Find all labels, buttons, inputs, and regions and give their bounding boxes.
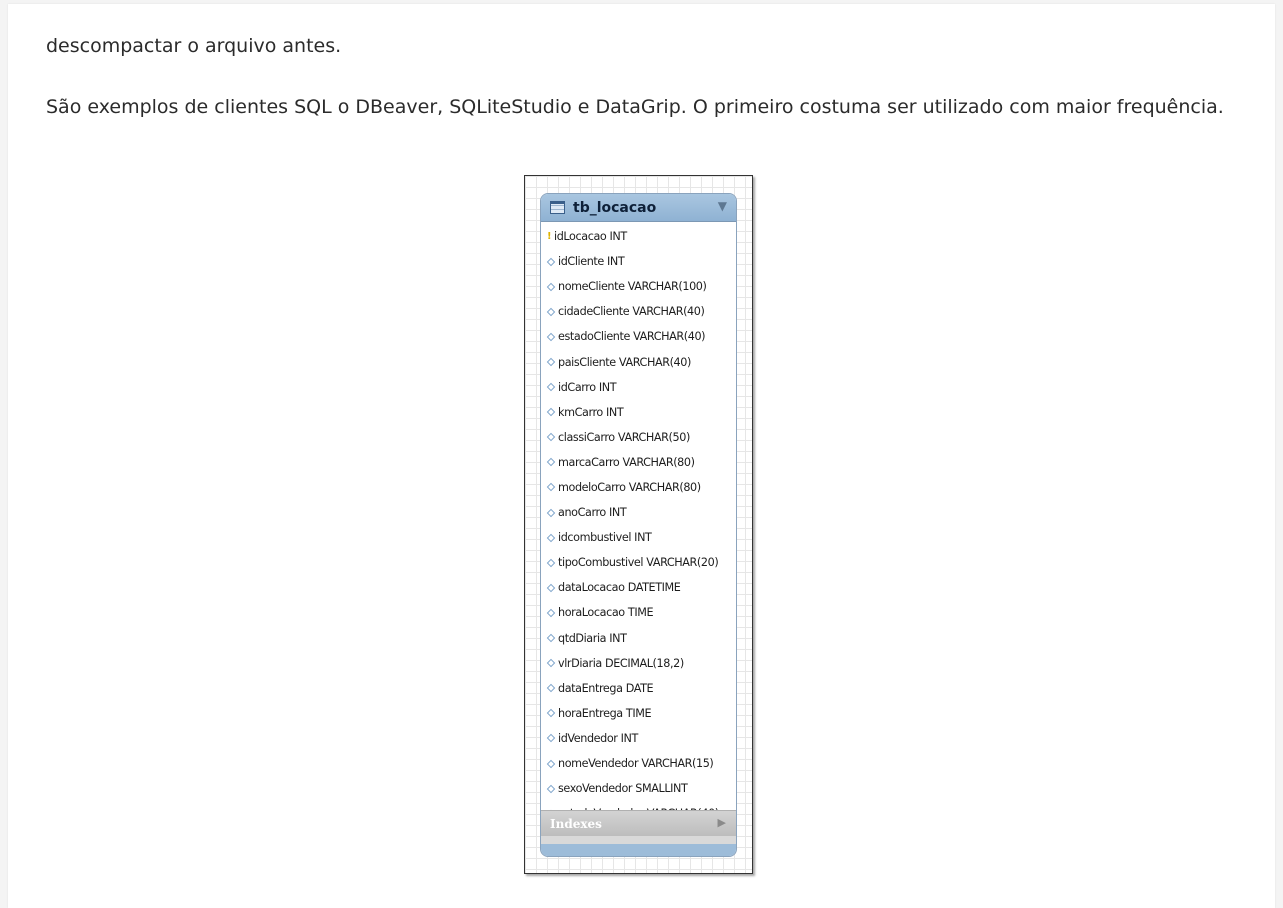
column-row: vlrDiaria DECIMAL(18,2) (541, 651, 736, 676)
column-list: !idLocacao INT idCliente INT nomeCliente V… (541, 222, 736, 826)
column-label: horaEntrega TIME (558, 706, 652, 720)
entity-header: tb_locacao ▼ (541, 194, 736, 222)
column-row: cidadeCliente VARCHAR(40) (541, 299, 736, 324)
diamond-icon (546, 658, 556, 668)
column-row: modeloCarro VARCHAR(80) (541, 475, 736, 500)
column-label: kmCarro INT (558, 405, 624, 419)
diamond-icon (546, 407, 556, 417)
entity-footer (541, 836, 736, 856)
column-row: tipoCombustivel VARCHAR(20) (541, 550, 736, 575)
column-label: marcaCarro VARCHAR(80) (558, 455, 695, 469)
column-row: idcombustivel INT (541, 525, 736, 550)
column-row: horaLocacao TIME (541, 600, 736, 625)
column-row: qtdDiaria INT (541, 626, 736, 651)
diamond-icon (546, 633, 556, 643)
diamond-icon (546, 382, 556, 392)
triangle-right-icon: ▶ (717, 816, 726, 829)
diamond-icon (546, 508, 556, 517)
triangle-down-icon: ▼ (717, 199, 727, 213)
diamond-icon (546, 608, 556, 618)
indexes-label: Indexes (550, 816, 602, 831)
column-row: marcaCarro VARCHAR(80) (541, 450, 736, 475)
column-label: classiCarro VARCHAR(50) (558, 430, 690, 444)
column-label: qtdDiaria INT (558, 631, 627, 645)
diamond-icon (546, 332, 556, 342)
column-label: idVendedor INT (558, 731, 638, 745)
column-label: idCliente INT (558, 255, 625, 269)
column-label: estadoCliente VARCHAR(40) (558, 330, 706, 344)
diamond-icon (546, 533, 556, 542)
column-row: kmCarro INT (541, 400, 736, 425)
column-row: idCarro INT (541, 375, 736, 400)
paragraph-intro: descompactar o arquivo antes. (46, 35, 342, 57)
diamond-icon (546, 433, 556, 442)
diamond-icon (546, 357, 556, 367)
column-row: nomeCliente VARCHAR(100) (541, 274, 736, 299)
table-icon (550, 201, 565, 214)
indexes-section: Indexes ▶ (541, 810, 736, 836)
diamond-icon (546, 709, 556, 718)
er-diagram-image: tb_locacao ▼ !idLocacao INT idCliente INT… (524, 175, 753, 874)
column-row: classiCarro VARCHAR(50) (541, 425, 736, 450)
column-label: anoCarro INT (558, 506, 627, 520)
column-label: cidadeCliente VARCHAR(40) (558, 305, 705, 319)
column-row: !idLocacao INT (541, 224, 736, 249)
column-label: dataLocacao DATETIME (558, 581, 681, 595)
column-label: vlrDiaria DECIMAL(18,2) (558, 656, 684, 670)
column-label: nomeVendedor VARCHAR(15) (558, 757, 714, 771)
column-row: estadoCliente VARCHAR(40) (541, 324, 736, 349)
column-row: dataEntrega DATE (541, 676, 736, 701)
diamond-icon (546, 683, 556, 693)
diamond-icon (546, 784, 556, 793)
diamond-icon (546, 583, 556, 593)
column-label: nomeCliente VARCHAR(100) (558, 280, 707, 294)
column-row: sexoVendedor SMALLINT (541, 776, 736, 801)
diamond-icon (546, 759, 556, 768)
column-label: tipoCombustivel VARCHAR(20) (558, 556, 719, 570)
column-row: idCliente INT (541, 249, 736, 274)
column-label: idLocacao INT (554, 230, 627, 244)
diamond-icon (546, 483, 556, 492)
diamond-icon (546, 558, 556, 568)
column-label: horaLocacao TIME (558, 606, 654, 620)
column-row: anoCarro INT (541, 500, 736, 525)
column-label: paisCliente VARCHAR(40) (558, 355, 691, 369)
paragraph-sql-clients: São exemplos de clientes SQL o DBeaver, … (46, 96, 1224, 118)
column-label: idcombustivel INT (558, 531, 652, 545)
diamond-icon (546, 734, 556, 743)
diamond-icon (546, 458, 556, 467)
column-label: sexoVendedor SMALLINT (558, 782, 688, 796)
diamond-icon (546, 257, 556, 266)
column-row: idVendedor INT (541, 726, 736, 751)
column-row: dataLocacao DATETIME (541, 575, 736, 600)
diamond-icon (546, 307, 556, 317)
key-icon: ! (547, 231, 552, 243)
column-row: horaEntrega TIME (541, 701, 736, 726)
diamond-icon (546, 282, 556, 291)
column-row: paisCliente VARCHAR(40) (541, 349, 736, 374)
column-label: modeloCarro VARCHAR(80) (558, 480, 701, 494)
column-row: nomeVendedor VARCHAR(15) (541, 751, 736, 776)
table-name: tb_locacao (573, 199, 657, 216)
column-label: idCarro INT (558, 380, 617, 394)
column-label: dataEntrega DATE (558, 681, 654, 695)
table-entity: tb_locacao ▼ !idLocacao INT idCliente INT… (540, 193, 737, 857)
